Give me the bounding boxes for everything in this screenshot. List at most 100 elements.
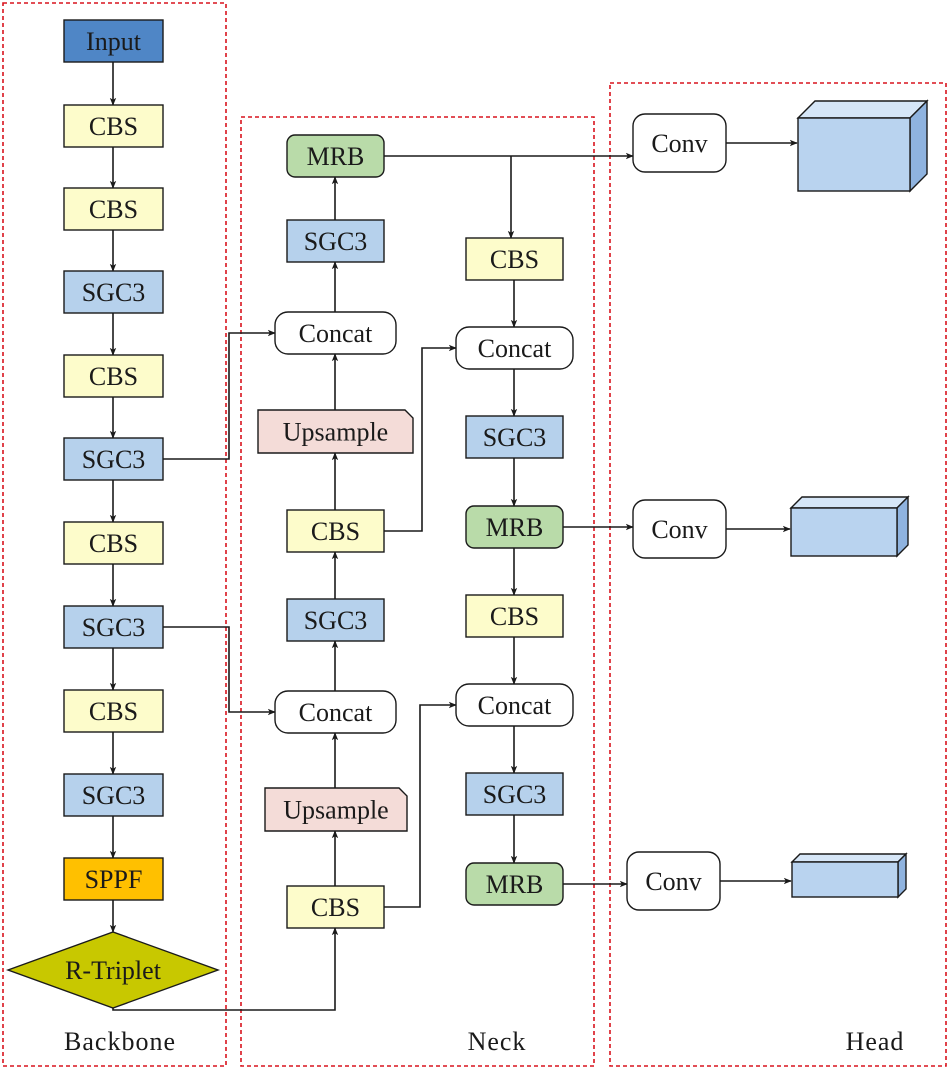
hd-conv-3-label: Conv bbox=[645, 867, 701, 896]
nr-sgc3-bottom: SGC3 bbox=[465, 772, 564, 816]
hd-conv-2-label: Conv bbox=[651, 515, 707, 544]
nr-sgc3-bottom-label: SGC3 bbox=[483, 780, 547, 809]
head-frame bbox=[609, 82, 947, 1067]
hd-conv-2-shape bbox=[632, 499, 727, 559]
edge-nl-cbs-bottom-to-nr-concat-bottom bbox=[384, 701, 457, 908]
edge-nl-cbs-mid-to-nr-concat-top bbox=[384, 344, 457, 532]
bb-input-label: Input bbox=[86, 27, 142, 56]
bb-cbs-1-shape bbox=[63, 104, 164, 148]
nl-mrb-shape bbox=[286, 134, 385, 178]
nl-cbs-bottom-label: CBS bbox=[311, 893, 360, 922]
bb-sgc3-1-label: SGC3 bbox=[82, 278, 146, 307]
output-feature-map-small-front-face bbox=[791, 861, 899, 898]
section-label-neck: Neck bbox=[468, 1027, 527, 1056]
bb-input: Input bbox=[63, 19, 164, 63]
bb-cbs-1-label: CBS bbox=[89, 112, 138, 141]
bb-cbs-3-label: CBS bbox=[89, 362, 138, 391]
nodes-group: InputCBSCBSSGC3CBSSGC3CBSSGC3CBSSGC3SPPF… bbox=[5, 19, 727, 1009]
output-feature-map-large-front-face bbox=[797, 117, 911, 192]
nr-cbs-top: CBS bbox=[465, 237, 564, 281]
hd-conv-1-label: Conv bbox=[651, 129, 707, 158]
bb-cbs-2-label: CBS bbox=[89, 195, 138, 224]
output-feature-map-medium bbox=[789, 495, 910, 558]
bb-sgc3-3-shape bbox=[63, 605, 164, 649]
nr-concat-top-label: Concat bbox=[478, 334, 552, 363]
nr-concat-top: Concat bbox=[455, 326, 574, 370]
nr-cbs-mid-label: CBS bbox=[490, 602, 539, 631]
nl-upsample-top-shape bbox=[257, 409, 414, 454]
nr-concat-bottom-label: Concat bbox=[478, 691, 552, 720]
edges-group bbox=[109, 62, 798, 1011]
nl-sgc3-top: SGC3 bbox=[286, 219, 385, 263]
bb-sgc3-1-shape bbox=[63, 270, 164, 314]
output-feature-map-medium-top-face bbox=[789, 496, 910, 509]
nr-concat-bottom-shape bbox=[455, 683, 574, 727]
nr-mrb-mid-shape bbox=[465, 505, 564, 549]
bb-cbs-5-shape bbox=[63, 689, 164, 733]
bb-r-triplet-shape bbox=[5, 931, 221, 1009]
bb-cbs-5: CBS bbox=[63, 689, 164, 733]
bb-cbs-2: CBS bbox=[63, 187, 164, 231]
nl-concat-bottom: Concat bbox=[274, 690, 397, 734]
output-feature-map-small-side-face bbox=[897, 852, 907, 899]
section-label-head: Head bbox=[846, 1027, 905, 1056]
edge-bb-sgc3-2-to-nl-concat-top bbox=[163, 329, 276, 460]
nl-upsample-bottom-label: Upsample bbox=[283, 796, 388, 825]
nr-sgc3-bottom-shape bbox=[465, 772, 564, 816]
bb-cbs-3-shape bbox=[63, 354, 164, 398]
nl-cbs-mid-shape bbox=[286, 509, 385, 553]
nr-mrb-bottom-label: MRB bbox=[486, 870, 544, 899]
nl-sgc3-top-shape bbox=[286, 219, 385, 263]
bb-cbs-2-shape bbox=[63, 187, 164, 231]
bb-sgc3-2-label: SGC3 bbox=[82, 445, 146, 474]
output-feature-map-medium-side-face bbox=[896, 495, 909, 558]
bb-cbs-4: CBS bbox=[63, 521, 164, 565]
nr-sgc3-top: SGC3 bbox=[465, 415, 564, 459]
nr-mrb-mid: MRB bbox=[465, 505, 564, 549]
bb-input-shape bbox=[63, 19, 164, 63]
nl-mrb: MRB bbox=[286, 134, 385, 178]
bb-sgc3-1: SGC3 bbox=[63, 270, 164, 314]
nr-cbs-top-label: CBS bbox=[490, 245, 539, 274]
bb-sgc3-4-label: SGC3 bbox=[82, 781, 146, 810]
output-feature-map-large bbox=[796, 99, 929, 193]
neck-frame bbox=[240, 116, 595, 1067]
nl-cbs-bottom-shape bbox=[286, 885, 385, 929]
nl-cbs-mid-label: CBS bbox=[311, 517, 360, 546]
nr-concat-bottom: Concat bbox=[455, 683, 574, 727]
nl-sgc3-mid-label: SGC3 bbox=[304, 606, 368, 635]
nr-sgc3-top-label: SGC3 bbox=[483, 423, 547, 452]
hd-conv-2: Conv bbox=[632, 499, 727, 559]
hd-conv-3-shape bbox=[626, 851, 721, 911]
nl-mrb-label: MRB bbox=[307, 142, 365, 171]
output-feature-map-large-side-face bbox=[909, 99, 928, 193]
edge-bb-sgc3-3-to-nl-concat-bottom bbox=[163, 626, 276, 716]
nl-concat-top-label: Concat bbox=[299, 319, 373, 348]
bb-sgc3-2-shape bbox=[63, 437, 164, 481]
hd-conv-3: Conv bbox=[626, 851, 721, 911]
nl-cbs-bottom: CBS bbox=[286, 885, 385, 929]
bb-r-triplet-label: R-Triplet bbox=[65, 956, 162, 985]
nl-concat-bottom-shape bbox=[274, 690, 397, 734]
nl-concat-top: Concat bbox=[274, 311, 397, 355]
nl-upsample-bottom: Upsample bbox=[264, 787, 408, 832]
nr-cbs-top-shape bbox=[465, 237, 564, 281]
bb-cbs-3: CBS bbox=[63, 354, 164, 398]
hd-conv-1: Conv bbox=[632, 113, 727, 173]
output-feature-map-large-top-face bbox=[796, 100, 929, 119]
output-feature-map-medium-front-face bbox=[790, 507, 898, 557]
nl-sgc3-top-label: SGC3 bbox=[304, 227, 368, 256]
nr-mrb-bottom: MRB bbox=[465, 862, 564, 906]
hd-conv-1-shape bbox=[632, 113, 727, 173]
outputs-group bbox=[789, 99, 929, 899]
bb-sppf: SPPF bbox=[63, 857, 164, 901]
bb-cbs-1: CBS bbox=[63, 104, 164, 148]
nl-sgc3-mid: SGC3 bbox=[286, 598, 385, 642]
nl-upsample-top: Upsample bbox=[257, 409, 414, 454]
nr-sgc3-top-shape bbox=[465, 415, 564, 459]
bb-sppf-label: SPPF bbox=[85, 865, 143, 894]
nl-sgc3-mid-shape bbox=[286, 598, 385, 642]
output-feature-map-small bbox=[790, 852, 908, 899]
bb-sgc3-3: SGC3 bbox=[63, 605, 164, 649]
